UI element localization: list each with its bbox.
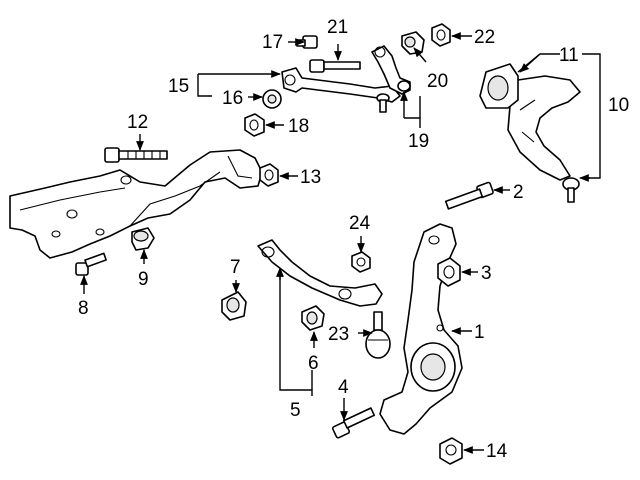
callout-23: 23 <box>328 324 349 345</box>
bushing-9 <box>131 227 155 251</box>
callout-5: 5 <box>290 400 301 421</box>
bolt-21 <box>309 59 361 73</box>
callout-labels: 17 21 22 11 15 20 16 10 12 18 19 13 2 24… <box>78 17 629 462</box>
bolt-12 <box>104 147 168 163</box>
callout-6: 6 <box>308 353 319 374</box>
steering-knuckle-1 <box>379 223 463 435</box>
callout-22: 22 <box>474 27 495 48</box>
callout-20: 20 <box>427 71 448 92</box>
lower-control-arm-5 <box>257 239 383 307</box>
callout-15: 15 <box>168 76 189 97</box>
callout-10: 10 <box>608 95 629 116</box>
nut-3 <box>437 257 461 287</box>
callout-9: 9 <box>138 269 149 290</box>
callout-17: 17 <box>262 32 283 53</box>
nut-14 <box>439 437 463 465</box>
bushing-7 <box>221 291 247 321</box>
nut-22 <box>431 23 451 47</box>
nut-13 <box>259 163 279 187</box>
bolt-2 <box>444 181 494 210</box>
bolt-8 <box>75 252 107 276</box>
bushing-20 <box>401 31 425 55</box>
nut-24 <box>351 251 371 273</box>
callout-19: 19 <box>408 131 429 152</box>
callout-24: 24 <box>349 213 371 234</box>
upper-control-arm-15 <box>281 67 401 113</box>
callout-18: 18 <box>288 116 309 137</box>
callout-21: 21 <box>327 17 348 38</box>
callout-11: 11 <box>559 45 579 66</box>
callout-12: 12 <box>127 112 148 133</box>
bushing-16 <box>262 89 282 109</box>
callout-8: 8 <box>78 298 89 319</box>
callout-3: 3 <box>481 263 492 284</box>
callout-7: 7 <box>230 257 241 278</box>
callout-13: 13 <box>300 167 321 188</box>
nut-18 <box>244 113 265 137</box>
callout-1: 1 <box>474 322 485 343</box>
leader-lines <box>80 32 601 454</box>
callout-14: 14 <box>486 441 508 462</box>
upper-control-arm-19 <box>371 45 411 95</box>
callout-16: 16 <box>222 88 243 109</box>
upper-control-arm-10 <box>479 63 581 203</box>
bolt-4 <box>331 407 376 439</box>
bushing-6 <box>301 305 325 331</box>
ball-joint-23 <box>365 311 391 359</box>
callout-4: 4 <box>338 377 349 398</box>
subframe-crossmember <box>9 149 263 259</box>
callout-2: 2 <box>513 182 524 203</box>
